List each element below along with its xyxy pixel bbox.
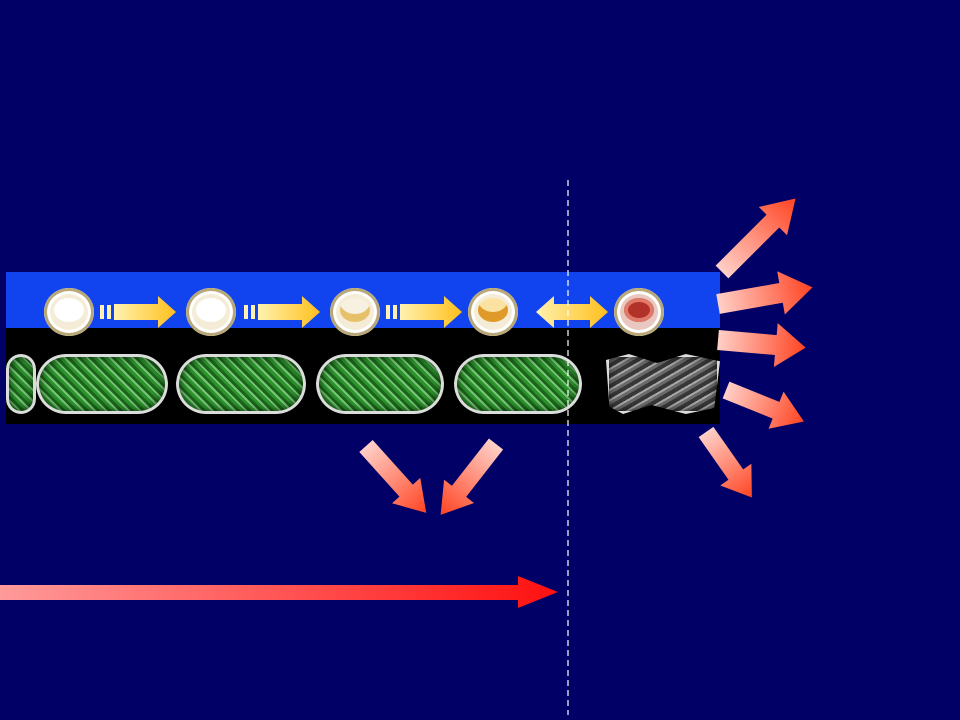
outgoing-arrow-2 [716,271,813,315]
vacuolated-cell-icon [330,288,380,336]
stage-arrow-2 [244,296,320,328]
tissue-segment-5 [454,354,582,414]
tissue-segment-3 [176,354,306,414]
converging-arrow-right [440,438,504,515]
outgoing-arrow-1 [715,198,796,279]
stage-arrow-1 [100,296,176,328]
tissue-segment-4 [316,354,444,414]
healthy-cell-icon [186,288,236,336]
necrotic-cell-icon [614,288,664,336]
tissue-segment-2 [36,354,168,414]
tissue-segment-damaged [606,354,720,414]
degenerating-cell-icon [468,288,518,336]
tissue-segment-1 [6,354,36,414]
outgoing-arrow-5 [698,426,752,498]
converging-arrow-left [359,439,427,513]
stage-arrow-bidirectional [536,296,608,328]
outgoing-arrow-4 [722,381,804,429]
stage-arrow-3 [386,296,462,328]
healthy-cell-icon [44,288,94,336]
outgoing-arrow-3 [717,323,806,367]
vessel-section [6,328,720,424]
timeline-arrow [0,576,558,608]
